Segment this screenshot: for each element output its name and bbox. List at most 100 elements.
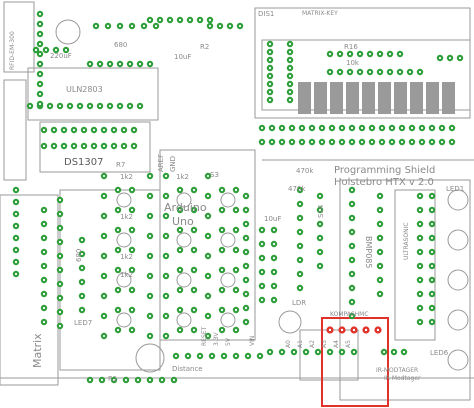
- pad-hole: [58, 104, 62, 108]
- pad-hole: [268, 98, 272, 102]
- pad-hole: [234, 228, 238, 232]
- pad-hole: [80, 238, 84, 242]
- pad-hole: [98, 62, 102, 66]
- pad-hole: [244, 320, 248, 324]
- pad-hole: [164, 214, 168, 218]
- pad-hole: [92, 144, 96, 148]
- vin-label: VIN: [249, 335, 256, 346]
- r1k2-label-2: 1k2: [176, 173, 189, 181]
- a2-label: A2: [309, 340, 316, 348]
- pad-hole: [130, 228, 134, 232]
- pad-hole: [402, 350, 406, 354]
- pad-hole: [208, 24, 212, 28]
- pad-hole: [378, 278, 382, 282]
- pad-hole: [44, 48, 48, 52]
- pad-hole: [418, 264, 422, 268]
- pad-hole: [116, 188, 120, 192]
- pad-hole: [430, 250, 434, 254]
- pad-hole: [62, 144, 66, 148]
- pad-hole: [38, 72, 42, 76]
- pad-hole: [42, 208, 46, 212]
- pad-hole: [164, 274, 168, 278]
- pad-hole: [380, 140, 384, 144]
- pad-hole: [192, 268, 196, 272]
- pad-hole: [288, 42, 292, 46]
- pad-hole: [102, 194, 106, 198]
- pad-hole: [42, 292, 46, 296]
- pad-hole: [238, 24, 242, 28]
- pad-hole: [178, 228, 182, 232]
- pad-hole: [198, 18, 202, 22]
- pad-hole: [220, 268, 224, 272]
- pad-hole: [430, 320, 434, 324]
- pad-hole: [42, 278, 46, 282]
- uln2803-label: ULN2803: [66, 85, 103, 94]
- pad-hole: [164, 234, 168, 238]
- pad-hole: [358, 52, 362, 56]
- pad-hole: [94, 24, 98, 28]
- pad-hole: [124, 378, 128, 382]
- pad-hole: [350, 300, 354, 304]
- pad-hole: [378, 194, 382, 198]
- pad-hole: [220, 248, 224, 252]
- pad-hole: [42, 320, 46, 324]
- pad-hole: [368, 52, 372, 56]
- pad-hole: [338, 70, 342, 74]
- pad-hole: [378, 264, 382, 268]
- pad-hole: [244, 222, 248, 226]
- pad-hole: [72, 144, 76, 148]
- pad-hole: [178, 328, 182, 332]
- highlight-box: [321, 317, 389, 407]
- led1-label: LED1: [446, 185, 465, 193]
- pad-hole: [222, 354, 226, 358]
- pad-hole: [80, 252, 84, 256]
- pad-hole: [358, 70, 362, 74]
- pad-hole: [112, 144, 116, 148]
- pad-hole: [272, 270, 276, 274]
- pad-hole: [206, 194, 210, 198]
- pad-hole: [260, 228, 264, 232]
- pad-hole: [318, 264, 322, 268]
- pad-hole: [38, 42, 42, 46]
- pad-hole: [38, 82, 42, 86]
- dis1-label: DIS1: [258, 10, 275, 18]
- r1k2-label-5: 1k2: [120, 271, 133, 279]
- r10k-label: 10k: [346, 59, 359, 67]
- pad-hole: [410, 126, 414, 130]
- pad-hole: [42, 222, 46, 226]
- pad-hole: [48, 104, 52, 108]
- pad-hole: [268, 90, 272, 94]
- pad-hole: [80, 294, 84, 298]
- pad-hole: [234, 208, 238, 212]
- pad-hole: [118, 24, 122, 28]
- pad-hole: [206, 294, 210, 298]
- pad-hole: [458, 56, 462, 60]
- pad-hole: [138, 62, 142, 66]
- pad-hole: [430, 306, 434, 310]
- v5-label: 5V: [225, 338, 232, 346]
- pad-hole: [268, 50, 272, 54]
- pad-hole: [38, 32, 42, 36]
- pad-hole: [192, 288, 196, 292]
- pad-hole: [14, 188, 18, 192]
- pad-hole: [420, 140, 424, 144]
- pad-hole: [174, 354, 178, 358]
- pad-hole: [328, 52, 332, 56]
- pad-hole: [370, 140, 374, 144]
- cap-10uf-b-label: 10uF: [264, 215, 282, 223]
- pad-hole: [58, 310, 62, 314]
- pad-hole: [42, 236, 46, 240]
- pad-hole: [42, 128, 46, 132]
- pad-hole: [58, 268, 62, 272]
- pad-hole: [148, 234, 152, 238]
- pad-hole: [58, 212, 62, 216]
- pad-hole: [80, 280, 84, 284]
- pad-hole: [58, 296, 62, 300]
- pad-hole: [164, 334, 168, 338]
- pad-hole: [38, 52, 42, 56]
- pad-hole: [122, 128, 126, 132]
- pad-hole: [148, 254, 152, 258]
- pad-hole: [38, 22, 42, 26]
